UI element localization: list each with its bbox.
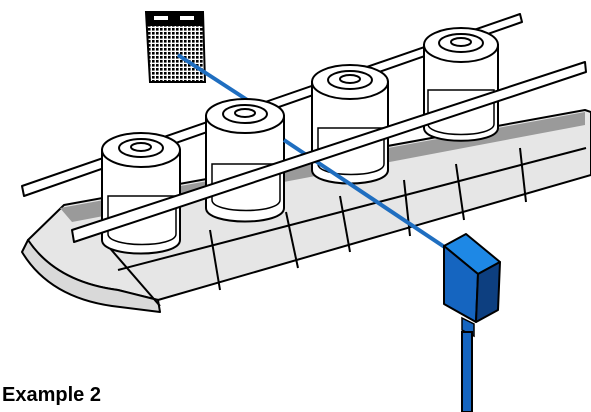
front-guide-rail <box>71 61 587 243</box>
light-beam-back <box>176 53 257 107</box>
roll-2 <box>205 98 285 223</box>
reflector-icon <box>144 11 207 83</box>
photoelectric-sensor-icon <box>443 233 501 412</box>
example-caption: Example 2 <box>2 384 101 406</box>
roll-1 <box>101 132 181 255</box>
roll-4 <box>423 27 499 142</box>
